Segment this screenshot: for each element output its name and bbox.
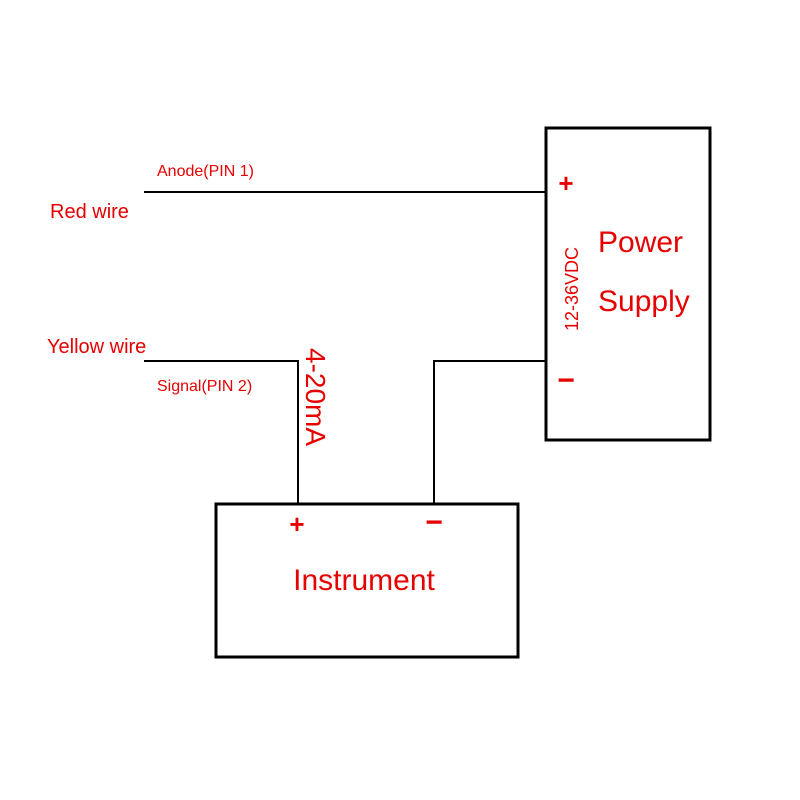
instrument-box <box>214 502 520 659</box>
instrument-title: Instrument <box>293 564 435 597</box>
signal-pin-label: Signal(PIN 2) <box>157 378 252 395</box>
yellow-wire-label: Yellow wire <box>47 336 146 358</box>
current-range-label: 4-20mA <box>300 348 331 446</box>
red-wire-label: Red wire <box>50 201 129 223</box>
yellow-wire-line <box>144 360 299 504</box>
power-supply-box <box>544 126 712 442</box>
power-supply-plus-sign: + <box>558 168 573 198</box>
instrument-minus-sign: − <box>425 506 443 539</box>
power-supply-title-line2: Supply <box>598 285 690 318</box>
power-supply-title-line1: Power <box>598 226 683 259</box>
power-supply-minus-sign: − <box>557 364 575 397</box>
anode-pin-label: Anode(PIN 1) <box>157 163 254 180</box>
return-wire-line <box>433 360 546 504</box>
voltage-range-label: 12-36VDC <box>562 247 582 331</box>
instrument-plus-sign: + <box>289 509 304 539</box>
